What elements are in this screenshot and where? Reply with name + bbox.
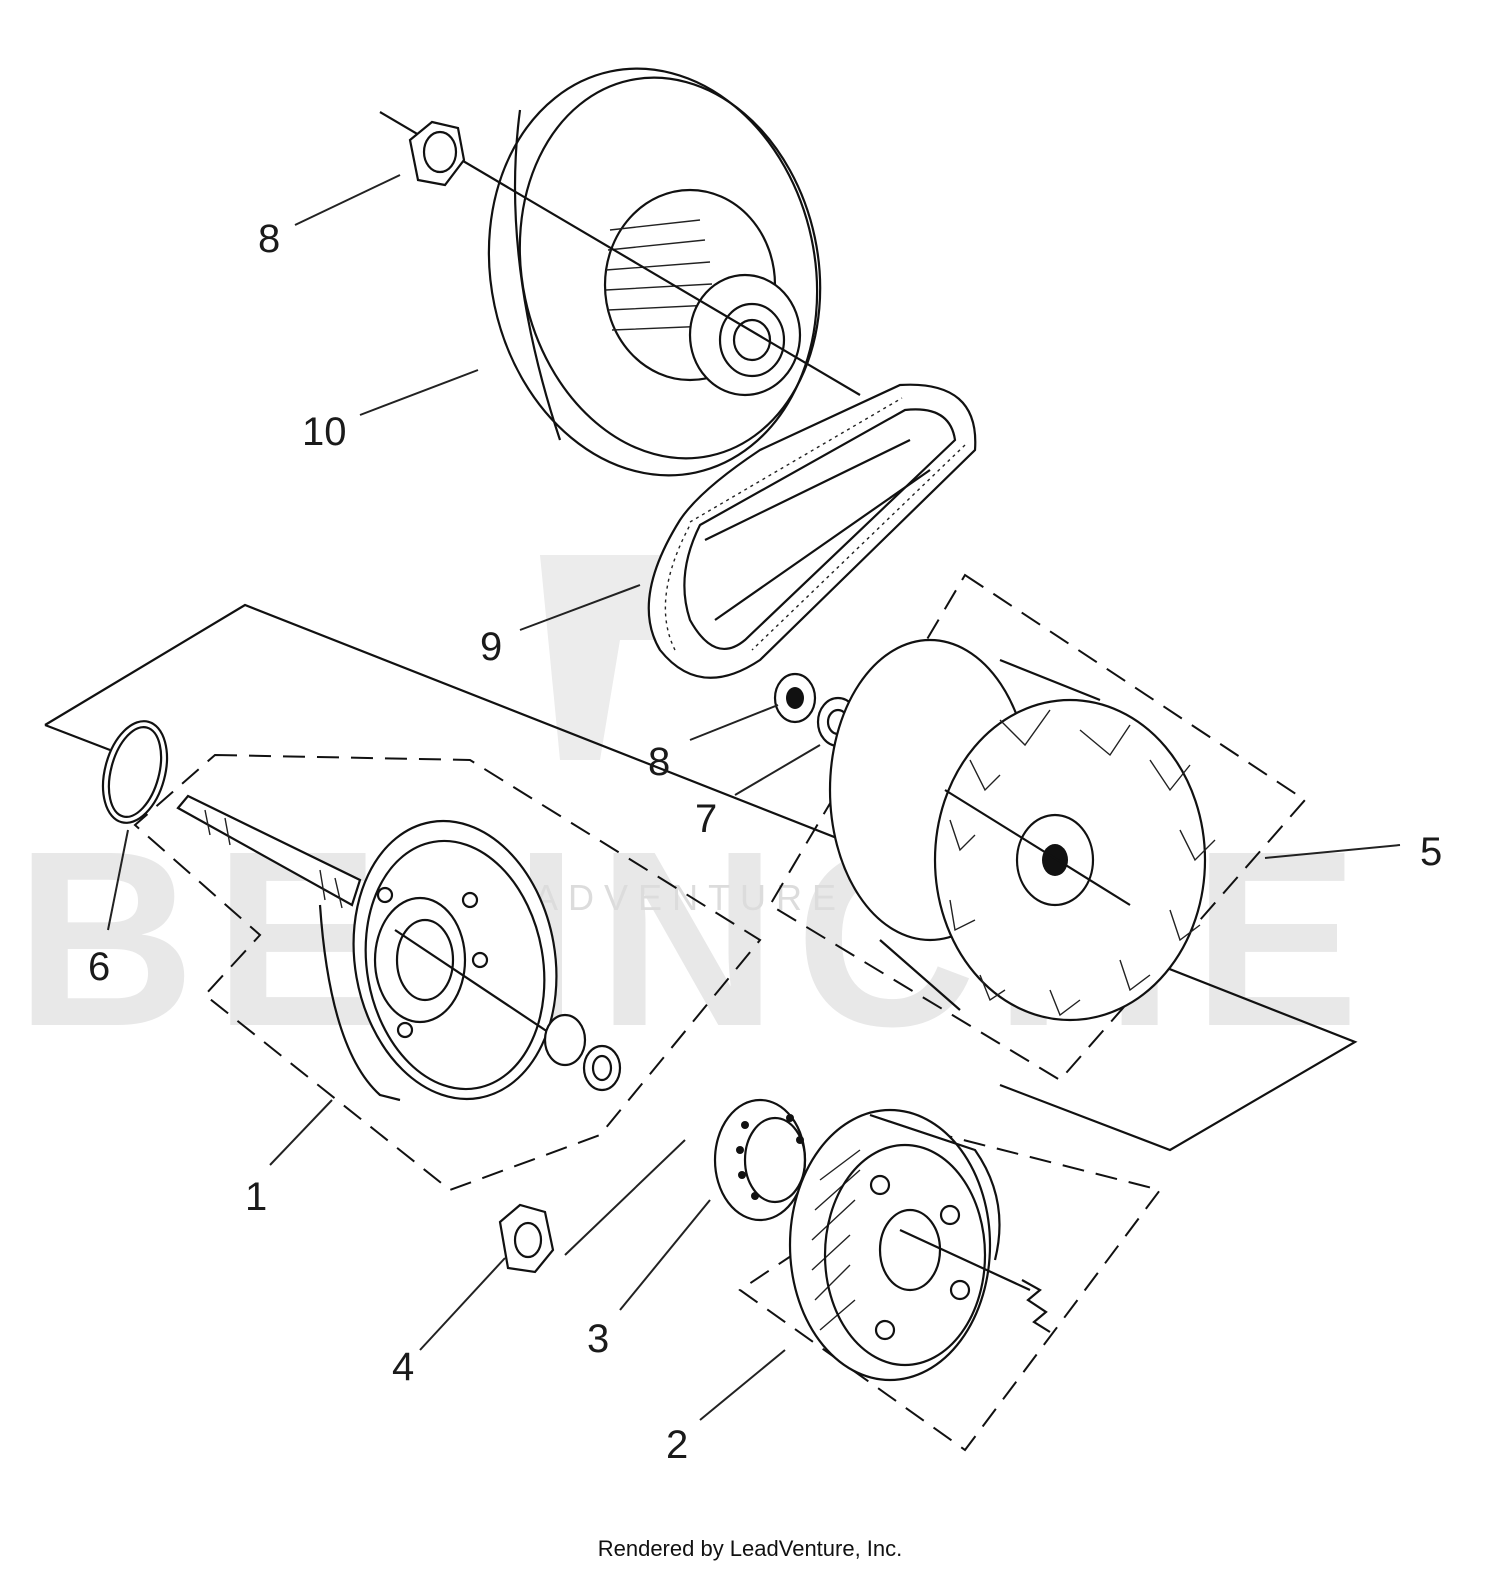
clutch-shoe-lining-icon	[811, 1149, 861, 1331]
callout-2: 2	[666, 1423, 688, 1467]
part-clutch-drum	[133, 753, 762, 1192]
callouts: 8 10 9 8 7 5 6 1 4 3 2	[88, 217, 1442, 1467]
callout-5: 5	[1420, 830, 1442, 874]
assembly-box	[44, 603, 1358, 1152]
callout-1: 1	[245, 1175, 267, 1219]
spring-icon	[1021, 1279, 1051, 1333]
fan-blades-icon	[949, 709, 1216, 1017]
part-bearing	[564, 1098, 807, 1256]
pulley-spring-icon	[605, 219, 713, 331]
part-driven-pulley	[379, 67, 861, 477]
callout-9: 9	[480, 625, 502, 669]
part-clutch-shoes	[738, 1108, 1162, 1452]
part-nut-top	[408, 120, 466, 187]
leader-lines	[107, 174, 1401, 1421]
callout-3: 3	[587, 1317, 609, 1361]
bearing-balls-icon	[736, 1114, 804, 1200]
part-circlip	[101, 720, 169, 824]
part-drive-clutch	[768, 573, 1307, 1082]
callout-7: 7	[695, 797, 717, 841]
footer-credit: Rendered by LeadVenture, Inc.	[597, 1536, 903, 1561]
part-drive-belt	[647, 383, 977, 679]
part-nut-bottom	[498, 1203, 555, 1274]
callout-8-top: 8	[258, 217, 280, 261]
callout-8-middle: 8	[648, 740, 670, 784]
part-nut-middle	[773, 672, 817, 724]
callout-4: 4	[392, 1345, 414, 1389]
callout-10: 10	[302, 410, 347, 454]
callout-6: 6	[88, 945, 110, 989]
